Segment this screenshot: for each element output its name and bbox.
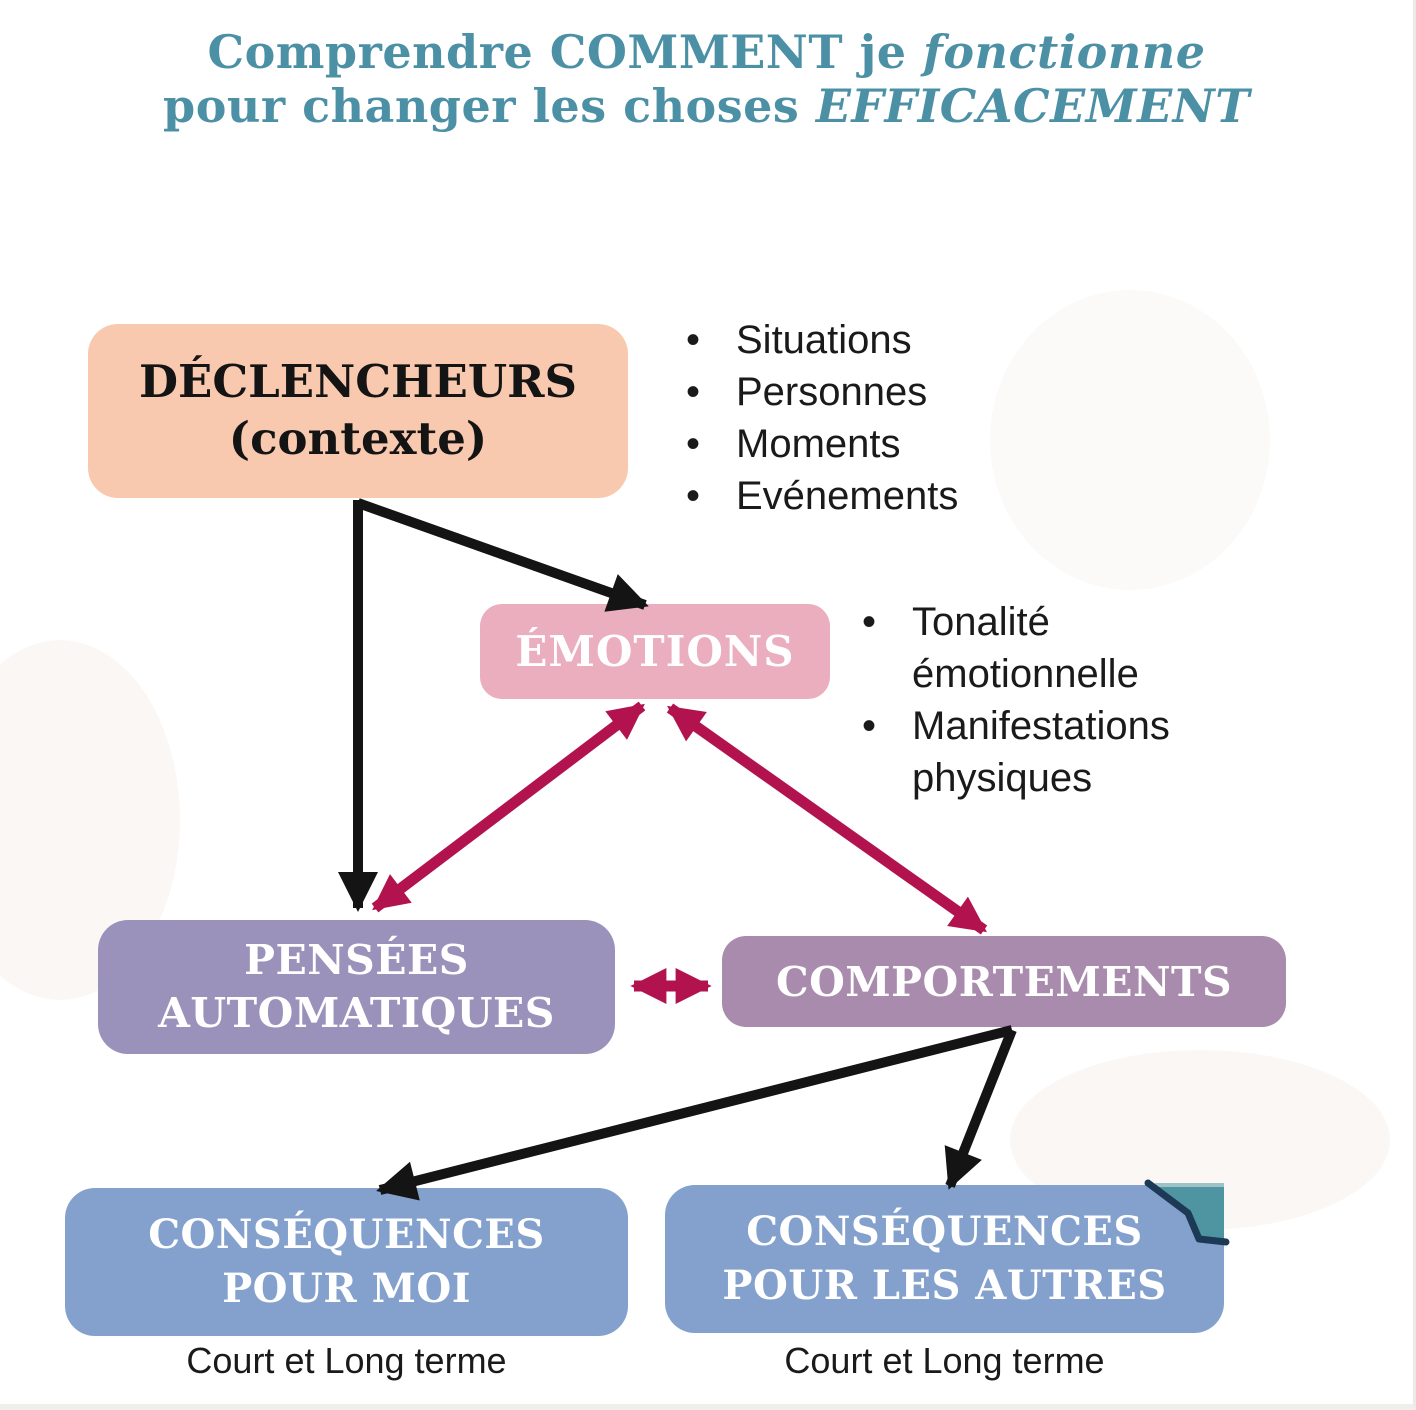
emotions-bullet-list: Tonalité émotionnelle Manifestations phy…: [858, 596, 1198, 804]
box-declencheurs: DÉCLENCHEURS (contexte): [88, 324, 628, 498]
box-pensees-label2: AUTOMATIQUES: [158, 989, 555, 1037]
box-conseq-moi-label2: POUR MOI: [222, 1265, 471, 1312]
declencheurs-bullet-list: Situations Personnes Moments Evénements: [682, 314, 1102, 522]
box-comportements: COMPORTEMENTS: [722, 936, 1286, 1027]
box-comportements-label: COMPORTEMENTS: [775, 957, 1233, 1006]
bullet-item: Personnes: [682, 366, 1102, 418]
bullet-item: Manifestations physiques: [858, 700, 1198, 804]
title-text-italic: fonctionne: [923, 25, 1206, 79]
bullet-item: Moments: [682, 418, 1102, 470]
box-emotions-label: ÉMOTIONS: [515, 627, 795, 676]
box-declencheurs-sublabel: (contexte): [228, 412, 488, 465]
caption-court-long-terme-moi: Court et Long terme: [186, 1340, 507, 1381]
arrow-declencheurs-to-emotions: [356, 498, 649, 612]
bullet-item: Evénements: [682, 470, 1102, 522]
caption-court-long-terme-autres: Court et Long terme: [784, 1340, 1105, 1381]
bullet-item: Situations: [682, 314, 1102, 366]
box-conseq-autres-label2: POUR LES AUTRES: [722, 1262, 1167, 1309]
box-consequences-pour-les-autres: CONSÉQUENCES POUR LES AUTRES: [665, 1185, 1224, 1333]
arrow-comportements-to-consequences-moi: [376, 1025, 1014, 1201]
box-conseq-moi-label: CONSÉQUENCES: [148, 1211, 545, 1258]
title-text: Comprendre COMMENT je: [207, 25, 924, 79]
bullet-item: Tonalité émotionnelle: [858, 596, 1198, 700]
title-text: pour changer les choses: [163, 78, 816, 133]
title-text-italic: EFFICACEMENT: [815, 78, 1250, 133]
box-pensees-automatiques: PENSÉES AUTOMATIQUES: [98, 920, 615, 1054]
page-title: Comprendre COMMENT je fonctionne pour ch…: [0, 25, 1413, 134]
box-consequences-pour-moi: CONSÉQUENCES POUR MOI: [65, 1188, 628, 1336]
box-conseq-autres-label: CONSÉQUENCES: [746, 1208, 1143, 1255]
arrow-pensees-emotions-bidirectional: [371, 701, 646, 913]
title-line-1: Comprendre COMMENT je fonctionne: [0, 25, 1413, 80]
box-emotions: ÉMOTIONS: [480, 604, 830, 699]
arrow-comportements-to-consequences-autres: [944, 1028, 1017, 1190]
box-pensees-label: PENSÉES: [244, 935, 469, 984]
box-declencheurs-label: DÉCLENCHEURS: [139, 355, 577, 409]
title-line-2: pour changer les choses EFFICACEMENT: [0, 78, 1413, 134]
